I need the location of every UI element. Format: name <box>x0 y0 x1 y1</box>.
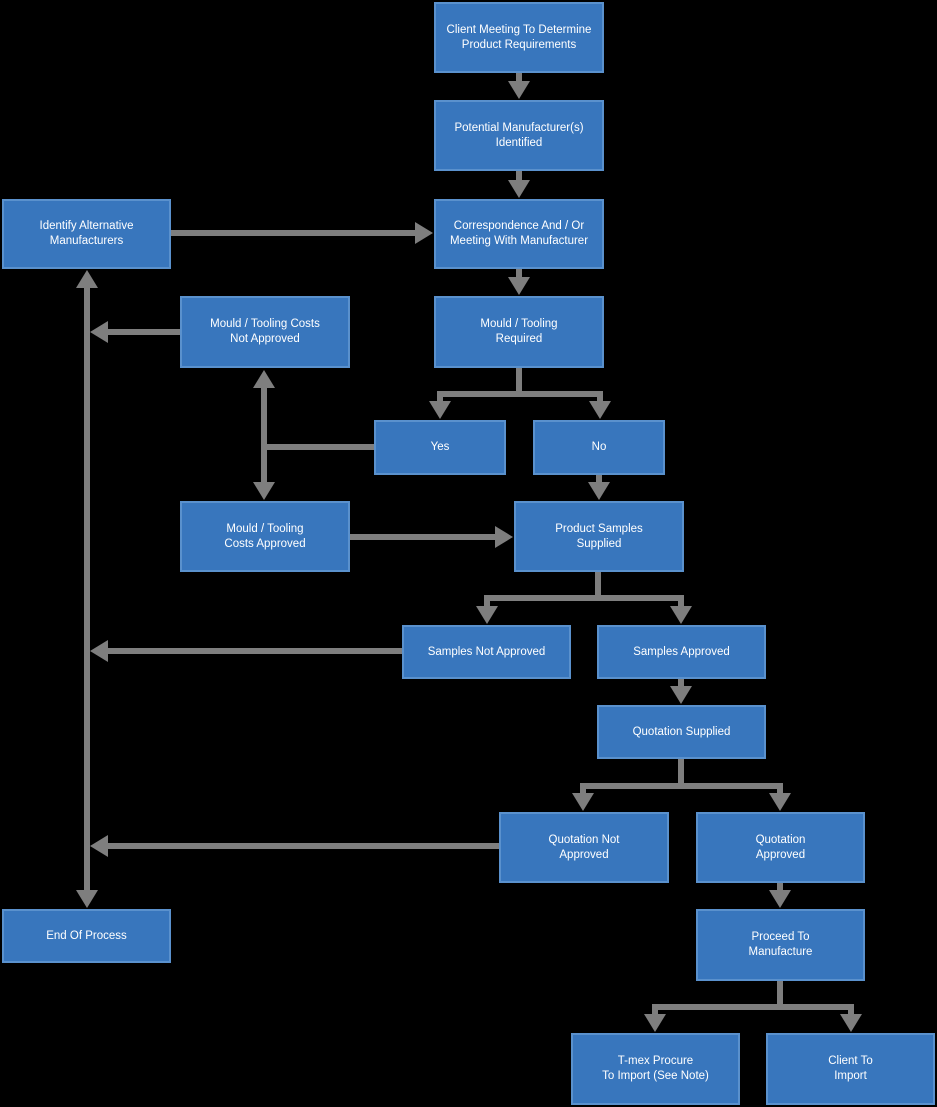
node-samples-approved: Samples Approved <box>597 625 766 679</box>
connector-client-meeting-to-potential <box>508 73 530 99</box>
node-mould-approved: Mould / Tooling Costs Approved <box>180 501 350 572</box>
node-tmex-procure: T-mex Procure To Import (See Note) <box>571 1033 740 1105</box>
node-quotation-not-approved: Quotation Not Approved <box>499 812 669 883</box>
connector-mould-approved-to-product-samples <box>349 526 513 548</box>
connector-samples-not-approved-to-return-line <box>90 640 402 662</box>
connector-mould-not-approved-to-return-line <box>90 321 180 343</box>
node-mould-required: Mould / Tooling Required <box>434 296 604 368</box>
connector-proceed-split <box>644 981 862 1032</box>
node-client-import: Client To Import <box>766 1033 935 1105</box>
connector-yes-to-mould-cost-decision <box>253 370 374 500</box>
connector-return-line <box>76 270 98 908</box>
connector-quotation-approved-to-proceed <box>769 883 791 908</box>
node-identify-alternative: Identify Alternative Manufacturers <box>2 199 171 269</box>
node-mould-not-approved: Mould / Tooling Costs Not Approved <box>180 296 350 368</box>
node-product-samples: Product Samples Supplied <box>514 501 684 572</box>
node-no: No <box>533 420 665 475</box>
connector-mould-required-split <box>429 368 611 419</box>
node-quotation-approved: Quotation Approved <box>696 812 865 883</box>
node-quotation-supplied: Quotation Supplied <box>597 705 766 759</box>
connector-correspondence-to-mould-required <box>508 269 530 295</box>
connector-no-to-product-samples <box>588 475 610 500</box>
connector-identify-alternative-to-correspondence <box>171 222 433 244</box>
connector-samples-approved-to-quotation-supplied <box>670 679 692 704</box>
node-correspondence: Correspondence And / Or Meeting With Man… <box>434 199 604 269</box>
node-proceed-manufacture: Proceed To Manufacture <box>696 909 865 981</box>
connector-potential-to-correspondence <box>508 171 530 198</box>
connector-product-samples-split <box>476 572 692 624</box>
node-potential-manufacturers: Potential Manufacturer(s) Identified <box>434 100 604 171</box>
node-yes: Yes <box>374 420 506 475</box>
node-client-meeting: Client Meeting To Determine Product Requ… <box>434 2 604 73</box>
connector-quotation-supplied-split <box>572 759 791 811</box>
node-samples-not-approved: Samples Not Approved <box>402 625 571 679</box>
connector-quotation-not-approved-to-return-line <box>90 835 499 857</box>
node-end-of-process: End Of Process <box>2 909 171 963</box>
